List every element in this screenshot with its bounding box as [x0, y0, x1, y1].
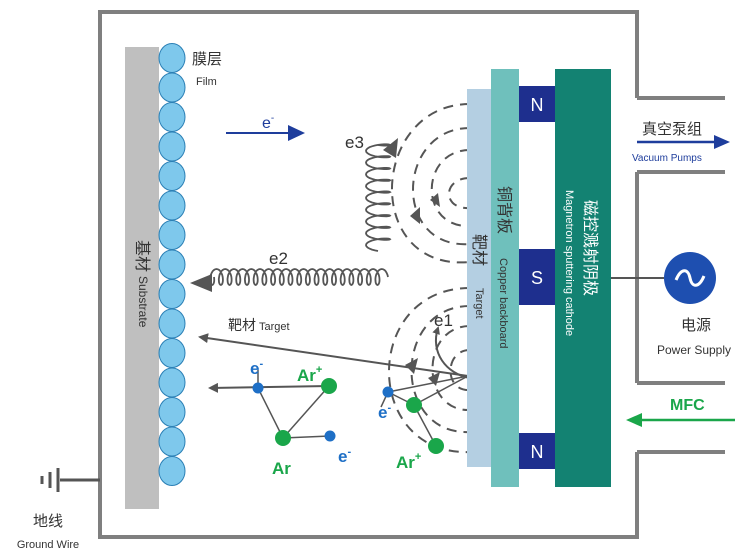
- film-label-cn: 膜层: [192, 51, 222, 68]
- gas-inlet-port: [637, 381, 725, 454]
- copper-backboard: [491, 69, 519, 487]
- argon-atom-label: Ar: [272, 459, 291, 478]
- power-label-cn: 电源: [681, 317, 711, 334]
- argon-ion: [406, 397, 422, 413]
- film-bead: [158, 279, 186, 309]
- film-bead: [158, 249, 186, 280]
- electron-label: e-: [338, 446, 351, 466]
- film-bead: [158, 220, 186, 250]
- argon-ion: [321, 378, 337, 394]
- cathode-label-cn: 磁控溅射阴极: [581, 200, 599, 296]
- film-bead: [158, 397, 186, 427]
- argon-atom: [275, 430, 291, 446]
- e1-label: e1: [434, 311, 453, 330]
- electron: [252, 382, 264, 394]
- substrate-label-en: Substrate: [136, 276, 150, 328]
- backboard-label-cn: 铜背板: [495, 186, 513, 234]
- magnetron-cathode: [555, 69, 611, 487]
- magnet-north-top: [519, 86, 555, 122]
- magnet-north-bottom-label: N: [531, 442, 544, 462]
- film-bead: [158, 190, 186, 221]
- power-label-en: Power Supply: [657, 343, 731, 357]
- substrate-label-cn: 基材: [133, 240, 151, 272]
- film-bead: [158, 102, 186, 132]
- e3-label: e3: [345, 133, 364, 152]
- ground-label-en: Ground Wire: [17, 539, 79, 551]
- magnet-south: [519, 249, 555, 305]
- mfc-arrow: [626, 413, 735, 427]
- film-bead: [158, 367, 186, 398]
- electron-path-e2: [209, 268, 389, 286]
- backboard-label-en: Copper backboard: [497, 258, 509, 349]
- vacuum-arrow: [637, 135, 730, 149]
- vacuum-label-cn: 真空泵组: [642, 120, 702, 138]
- film-bead: [158, 338, 186, 368]
- cathode-label-en: Magnetron sputtering cathode: [563, 190, 575, 336]
- film-bead: [158, 161, 186, 191]
- ground-icon: [40, 468, 100, 492]
- target-atom-ray: [198, 333, 469, 377]
- film-bead: [158, 72, 186, 103]
- electron-path-e1: [432, 326, 471, 379]
- target-label-en: Target: [473, 288, 485, 319]
- film-bead: [158, 308, 186, 339]
- mfc-label: MFC: [670, 397, 705, 414]
- substrate: [125, 47, 159, 509]
- target: [467, 89, 491, 467]
- magnet-south-label: S: [531, 268, 543, 288]
- electron-flow-arrow: [226, 125, 305, 141]
- electron-label: e-: [378, 402, 391, 422]
- ground-label-cn: 地线: [33, 513, 63, 530]
- e2-arrowhead: [190, 274, 212, 292]
- magnet-north-top-label: N: [531, 95, 544, 115]
- film-bead: [158, 131, 186, 162]
- magnet-north-bottom: [519, 433, 555, 469]
- electron-arrow-label: e-: [262, 113, 274, 132]
- vacuum-label-en: Vacuum Pumps: [632, 153, 702, 164]
- electron: [324, 430, 336, 442]
- field-direction-arrows: [383, 138, 440, 386]
- ar-ion-to-substrate: [208, 382, 330, 393]
- vacuum-port: [637, 96, 725, 174]
- argon-ion: [428, 438, 444, 454]
- film-bead: [158, 43, 186, 73]
- film-bead: [158, 456, 186, 486]
- argon-ion-label: Ar+: [297, 364, 322, 385]
- electron-path-e3: [365, 143, 392, 252]
- film-layer: [158, 43, 186, 486]
- electron: [382, 386, 394, 398]
- film-bead: [158, 426, 186, 457]
- magnetic-field-lines: [388, 103, 471, 454]
- power-supply-icon: [664, 252, 716, 304]
- electron-label: e-: [250, 358, 263, 378]
- e2-label: e2: [269, 249, 288, 268]
- particles: [252, 378, 444, 454]
- argon-ion-label: Ar+: [396, 451, 421, 472]
- target-label-cn: 靶材: [470, 234, 488, 266]
- film-label-en: Film: [196, 76, 217, 88]
